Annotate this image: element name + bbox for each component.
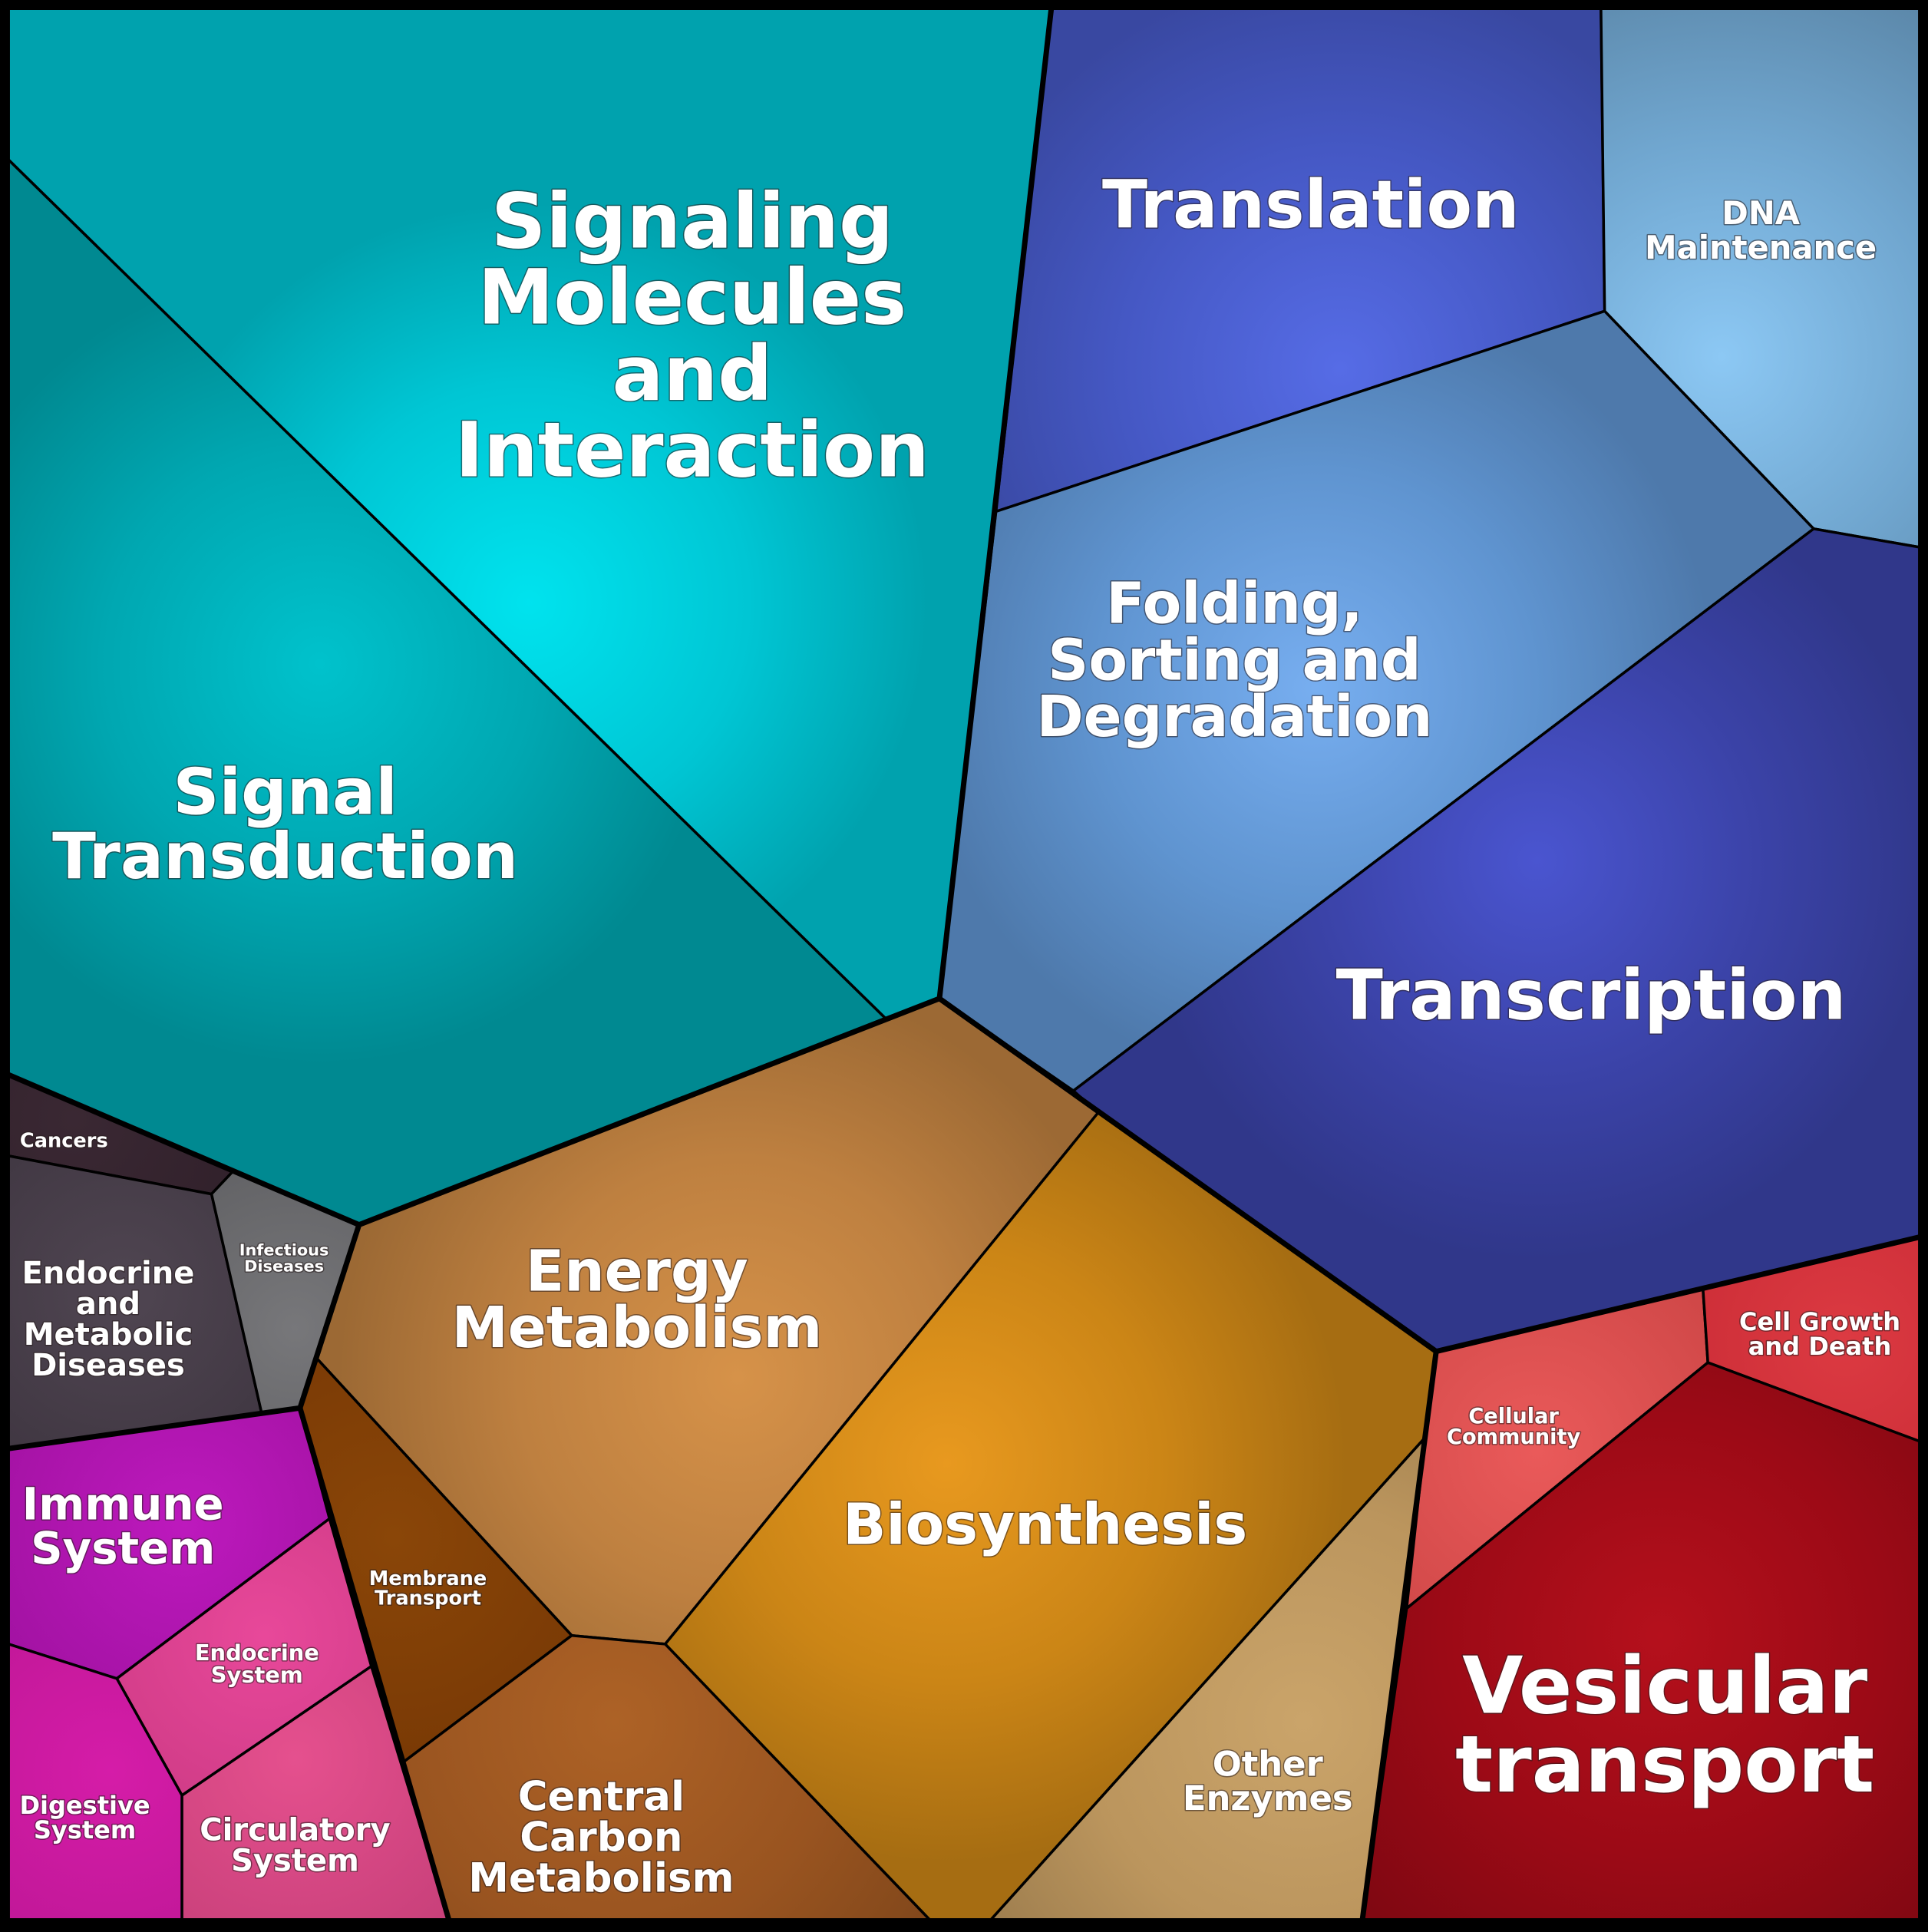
group-divider (1359, 1349, 1439, 1923)
label-biosynthesis: Biosynthesis (843, 1492, 1247, 1557)
label-line: Maintenance (1645, 229, 1877, 266)
label-line: Enzymes (1183, 1778, 1353, 1818)
label-line: Translation (1102, 167, 1520, 244)
label-line: Diseases (31, 1348, 185, 1383)
label-line: Biosynthesis (843, 1492, 1247, 1557)
label-line: Other (1213, 1743, 1323, 1784)
label-line: Infectious (239, 1240, 329, 1259)
label-line: transport (1455, 1719, 1874, 1810)
label-line: Carbon (520, 1814, 682, 1861)
label-line: Transduction (52, 819, 518, 893)
label-line: Immune (22, 1478, 224, 1530)
label-line: Membrane (369, 1567, 487, 1590)
label-line: Signaling (491, 177, 893, 266)
label-line: DNA (1722, 194, 1800, 232)
label-line: Metabolism (468, 1854, 734, 1901)
label-line: and (76, 1286, 140, 1322)
label-translation: Translation (1102, 167, 1520, 244)
label-line: Sorting and (1048, 628, 1421, 693)
label-line: Metabolism (451, 1296, 822, 1361)
label-line: Digestive (19, 1791, 150, 1820)
label-transcription: Transcription (1336, 956, 1847, 1036)
label-line: Energy (526, 1239, 748, 1304)
label-line: Circulatory (200, 1813, 390, 1848)
label-line: Metabolic (24, 1317, 193, 1352)
label-cancers: Cancers (20, 1130, 108, 1153)
label-line: Interaction (455, 406, 929, 494)
label-line: System (211, 1662, 303, 1688)
label-line: Vesicular (1462, 1640, 1867, 1732)
label-line: and Death (1748, 1332, 1892, 1361)
label-line: Cell Growth (1739, 1307, 1900, 1336)
label-line: Folding, (1106, 571, 1362, 636)
label-line: Signal (173, 755, 398, 829)
label-line: Transport (375, 1587, 481, 1610)
label-line: Endocrine (22, 1256, 195, 1291)
label-line: Cancers (20, 1130, 108, 1153)
cell-group (7, 7, 1921, 1921)
label-line: System (34, 1815, 136, 1844)
label-line: System (31, 1522, 215, 1574)
group-divider (297, 1405, 452, 1923)
label-line: Cellular (1468, 1404, 1559, 1428)
label-line: Diseases (244, 1257, 324, 1275)
label-line: Endocrine (195, 1640, 319, 1666)
group-divider (936, 5, 1055, 1002)
label-line: Molecules (478, 253, 907, 342)
label-line: Degradation (1036, 684, 1432, 749)
label-line: and (612, 330, 773, 418)
label-line: Central (518, 1773, 685, 1820)
label-line: Transcription (1336, 956, 1847, 1036)
label-line: Community (1447, 1425, 1580, 1448)
label-line: System (231, 1844, 359, 1879)
